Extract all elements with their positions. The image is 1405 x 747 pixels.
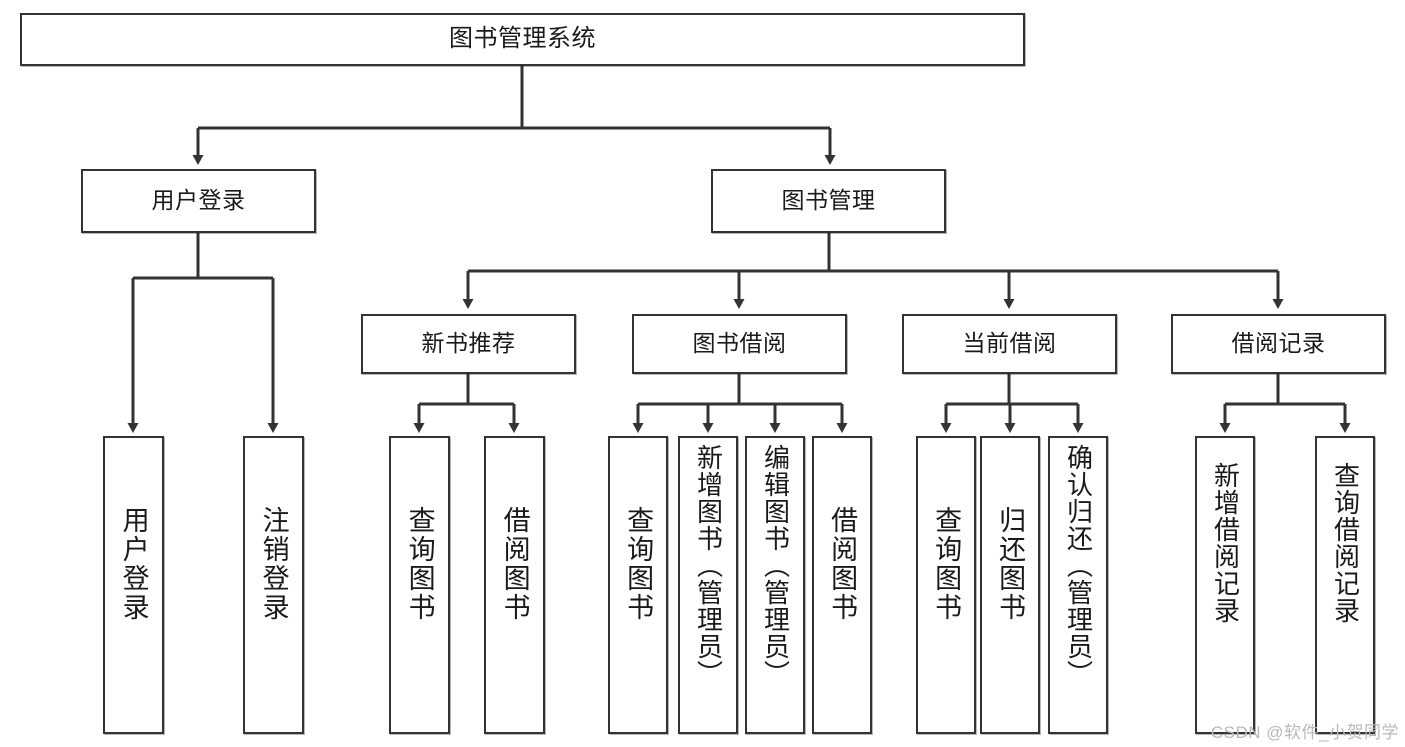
node-leaf-borrow-book-recommend-label: 借阅图书 [499, 506, 530, 622]
node-root[interactable]: 图书管理系统 [20, 13, 1025, 66]
node-leaf-query-book-borrow-label: 查询图书 [623, 506, 654, 622]
node-leaf-query-borrow-record[interactable]: 查询借阅记录 [1315, 436, 1375, 734]
node-book-management[interactable]: 图书管理 [711, 169, 946, 233]
node-borrow-record-label: 借阅记录 [1231, 330, 1326, 357]
watermark: CSDN @软件_小贺同学 [1210, 723, 1399, 742]
node-new-book-recommend-label: 新书推荐 [421, 330, 516, 357]
node-leaf-query-book-current-label: 查询图书 [931, 506, 962, 622]
node-leaf-user-login-label: 用户登录 [118, 506, 149, 622]
node-leaf-borrow-book-recommend[interactable]: 借阅图书 [484, 436, 545, 734]
node-leaf-confirm-return[interactable]: 确认归还（管理员） [1048, 436, 1108, 734]
node-current-borrow-label: 当前借阅 [962, 330, 1057, 357]
node-book-borrow[interactable]: 图书借阅 [632, 314, 847, 374]
node-borrow-record[interactable]: 借阅记录 [1171, 314, 1386, 374]
node-leaf-query-book-recommend-label: 查询图书 [404, 506, 435, 622]
node-leaf-confirm-return-label: 确认归还（管理员） [1063, 444, 1094, 687]
node-leaf-query-book-current[interactable]: 查询图书 [916, 436, 976, 734]
node-book-borrow-label: 图书借阅 [692, 330, 787, 357]
node-leaf-user-logout-label: 注销登录 [258, 506, 289, 622]
node-leaf-query-book-recommend[interactable]: 查询图书 [389, 436, 450, 734]
node-leaf-add-book-label: 新增图书（管理员） [693, 444, 724, 687]
node-leaf-query-borrow-record-label: 查询借阅记录 [1330, 462, 1361, 624]
node-leaf-edit-book[interactable]: 编辑图书（管理员） [745, 436, 805, 734]
node-leaf-add-book[interactable]: 新增图书（管理员） [678, 436, 738, 734]
node-user-login[interactable]: 用户登录 [81, 169, 316, 233]
node-user-login-label: 用户登录 [151, 187, 246, 214]
node-leaf-return-book[interactable]: 归还图书 [980, 436, 1040, 734]
node-leaf-add-borrow-record[interactable]: 新增借阅记录 [1195, 436, 1255, 734]
node-leaf-add-borrow-record-label: 新增借阅记录 [1210, 462, 1241, 624]
node-root-label: 图书管理系统 [449, 25, 596, 53]
node-leaf-borrow-book[interactable]: 借阅图书 [812, 436, 872, 734]
node-leaf-return-book-label: 归还图书 [995, 506, 1026, 622]
node-current-borrow[interactable]: 当前借阅 [902, 314, 1117, 374]
node-leaf-query-book-borrow[interactable]: 查询图书 [608, 436, 668, 734]
node-book-management-label: 图书管理 [781, 187, 876, 214]
node-leaf-user-login[interactable]: 用户登录 [103, 436, 164, 734]
node-leaf-borrow-book-label: 借阅图书 [827, 506, 858, 622]
node-leaf-user-logout[interactable]: 注销登录 [243, 436, 304, 734]
node-new-book-recommend[interactable]: 新书推荐 [361, 314, 576, 374]
node-leaf-edit-book-label: 编辑图书（管理员） [760, 444, 791, 687]
